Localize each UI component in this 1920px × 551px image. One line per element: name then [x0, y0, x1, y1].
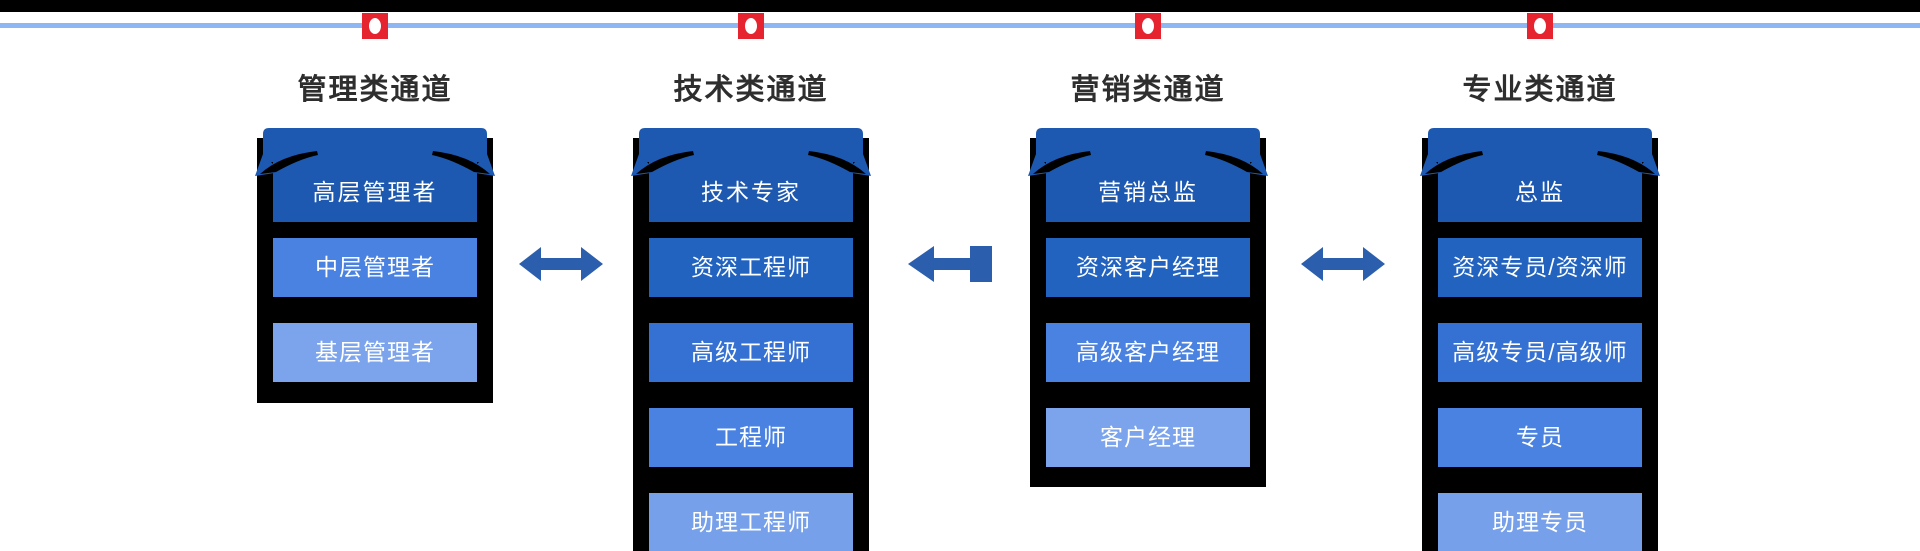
timeline-marker-icon	[1135, 13, 1161, 39]
level-box: 工程师	[649, 408, 853, 467]
channel-technical: 技术类通道 技术专家 资深工程师 高级工程师 工程师 助理工程师	[631, 0, 871, 551]
level-box: 资深工程师	[649, 238, 853, 297]
level-box: 高级客户经理	[1046, 323, 1250, 382]
level-box: 客户经理	[1046, 408, 1250, 467]
level-box: 助理专员	[1438, 493, 1642, 551]
timeline-marker-icon	[738, 13, 764, 39]
banner-top-icon	[255, 128, 495, 222]
level-box: 高级专员/高级师	[1438, 323, 1642, 382]
timeline-marker-icon	[362, 13, 388, 39]
level-box: 专员	[1438, 408, 1642, 467]
marker-dot-icon	[369, 18, 381, 34]
channel-title: 技术类通道	[673, 74, 829, 106]
left-arrow-icon	[908, 246, 992, 282]
channel-management: 管理类通道 高层管理者 中层管理者 基层管理者	[255, 0, 495, 551]
level-box: 中层管理者	[273, 238, 477, 297]
level-box: 基层管理者	[273, 323, 477, 382]
top-black-bar	[0, 0, 1920, 12]
level-box-top: 营销总监	[1098, 179, 1198, 205]
level-box: 助理工程师	[649, 493, 853, 551]
level-box-top: 技术专家	[701, 179, 801, 205]
double-arrow-icon	[1301, 247, 1385, 281]
banner-top-icon	[1420, 128, 1660, 222]
level-box-top: 高层管理者	[312, 179, 438, 205]
channel-title: 管理类通道	[297, 74, 453, 106]
timeline-marker-icon	[1527, 13, 1553, 39]
marker-dot-icon	[745, 18, 757, 34]
channel-professional: 专业类通道 总监 资深专员/资深师 高级专员/高级师 专员 助理专员	[1420, 0, 1660, 551]
banner-top-icon	[631, 128, 871, 222]
marker-dot-icon	[1534, 18, 1546, 34]
channel-title: 营销类通道	[1070, 74, 1226, 106]
level-box: 高级工程师	[649, 323, 853, 382]
banner-top-icon	[1028, 128, 1268, 222]
double-arrow-icon	[519, 247, 603, 281]
level-box: 资深专员/资深师	[1438, 238, 1642, 297]
timeline-line	[0, 23, 1920, 28]
marker-dot-icon	[1142, 18, 1154, 34]
channel-marketing: 营销类通道 营销总监 资深客户经理 高级客户经理 客户经理	[1028, 0, 1268, 551]
channel-title: 专业类通道	[1462, 74, 1618, 106]
level-box: 资深客户经理	[1046, 238, 1250, 297]
level-box-top: 总监	[1515, 179, 1565, 205]
